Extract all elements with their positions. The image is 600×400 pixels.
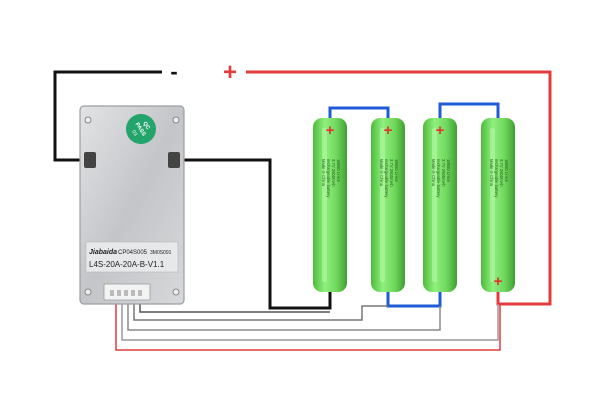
balance-lead-b5: [115, 300, 501, 351]
battery-cell-print: 18650 Li-ion: [504, 159, 509, 183]
battery-cell-print: Made in China: [379, 159, 384, 187]
bms-part-code: CP04S005: [118, 250, 148, 256]
negative-wire: [53, 70, 162, 162]
battery-cell-body: [313, 118, 347, 292]
battery-cell-body: [371, 118, 405, 292]
battery-cell-print: 18650 Li-ion: [336, 159, 341, 183]
battery-cell-positive-mark: +: [436, 122, 445, 139]
negative-terminal-symbol: -: [170, 59, 177, 84]
mount-hole: [84, 288, 92, 296]
battery-cell-highlight: [380, 128, 385, 282]
battery-cell-print: Made in China: [431, 159, 436, 187]
battery-cell-print: Made in China: [321, 159, 326, 187]
bms-batch-code: 3M0S091: [150, 250, 172, 256]
bms-label-strip: [85, 241, 179, 273]
negative-cell-wire: [177, 158, 332, 310]
bms-model: L4S-20A-20A-B-V1.1: [89, 260, 165, 269]
battery-cell-positive-mark: +: [326, 122, 335, 139]
positive-terminal-symbol: +: [223, 59, 237, 86]
battery-cell-print: 3.7V 2600mAh: [389, 159, 394, 187]
battery-cell-print: 3.7V 2600mAh: [441, 159, 446, 187]
battery-cell-positive-mark: +: [494, 273, 503, 290]
battery-cell-highlight: [432, 128, 437, 282]
series-link-2-3: [386, 290, 442, 308]
battery-cell-highlight: [322, 128, 327, 282]
battery-cell-body: [481, 118, 515, 292]
bms-p-minus-terminal: [168, 152, 180, 168]
battery-cell-print: 3.7V 2600mAh: [499, 159, 504, 187]
battery-cell-print: Made in China: [489, 159, 494, 187]
mount-hole: [84, 116, 92, 124]
battery-cell-body: [423, 118, 457, 292]
qc-sticker: [126, 114, 156, 144]
bms-board: QC PASS 03 Jiabaida CP04S005 3M0S091 L4S…: [79, 105, 185, 305]
balance-lead-b4: [121, 300, 499, 341]
qc-sticker-line-1: QC: [141, 121, 150, 131]
qc-sticker-line-3: 03: [130, 129, 138, 137]
positive-wire: [246, 70, 552, 306]
battery-cell-print: 18650 Li-ion: [446, 159, 451, 183]
battery-cell-print: rechargeable battery: [494, 159, 499, 198]
series-link-3-4: [438, 102, 500, 120]
battery-cell-highlight: [490, 128, 495, 282]
balance-connector-pins: [110, 290, 142, 296]
battery-cell-print: rechargeable battery: [326, 159, 331, 198]
mount-hole: [172, 116, 180, 124]
mount-hole: [172, 288, 180, 296]
battery-cell-print: 18650 Li-ion: [394, 159, 399, 183]
bms-brand: Jiabaida: [89, 249, 117, 256]
battery-cell-print: rechargeable battery: [436, 159, 441, 198]
battery-cell-positive-mark: +: [384, 122, 393, 139]
series-link-1-2: [328, 106, 390, 120]
battery-cell-print: rechargeable battery: [384, 159, 389, 198]
battery-cell-print: 3.7V 2600mAh: [331, 159, 336, 187]
balance-lead-b2: [133, 300, 388, 321]
balance-lead-b3: [127, 300, 441, 331]
bms-b-minus-terminal: [84, 152, 96, 168]
